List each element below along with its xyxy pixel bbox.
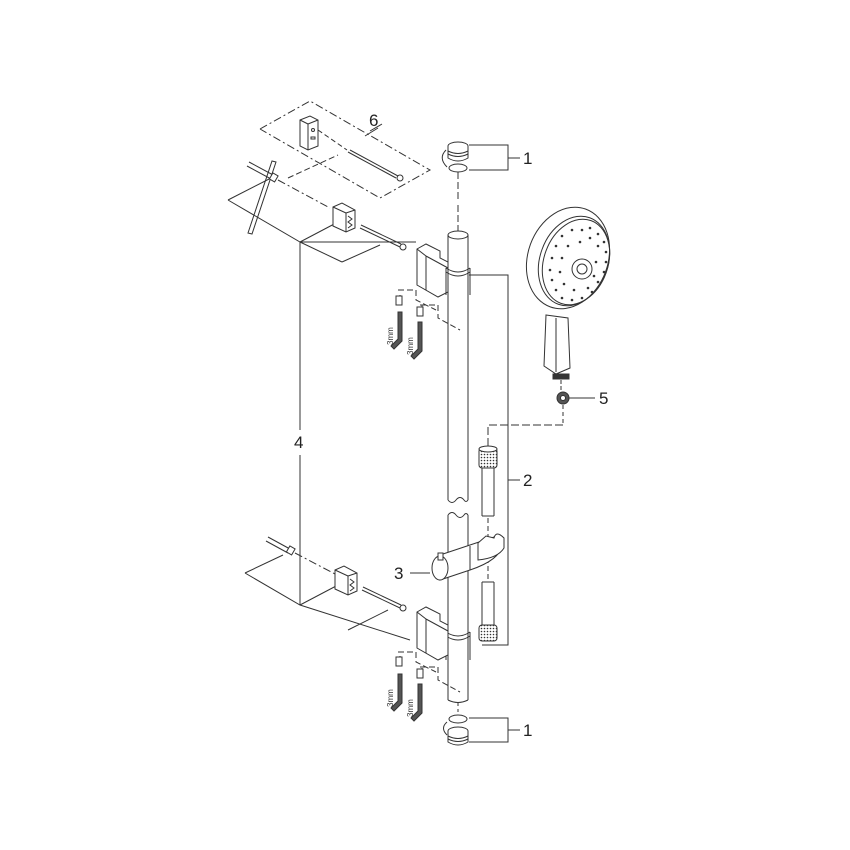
grub-screw-lower-2 bbox=[416, 668, 424, 679]
upper-hex-guides bbox=[398, 289, 461, 331]
shower-rail-lower bbox=[445, 512, 471, 703]
wall-adapter-block-icon bbox=[299, 115, 319, 151]
flow-restrictor-icon bbox=[556, 391, 595, 425]
lower-connector-block-icon bbox=[334, 565, 358, 596]
upper-screw-icon bbox=[359, 224, 407, 251]
callout-2-hose-bracket bbox=[469, 274, 520, 646]
lower-hex-guides bbox=[398, 651, 461, 693]
callout-6-leader bbox=[364, 127, 379, 137]
hex-key-upper-2-icon bbox=[410, 321, 423, 360]
hose-lower-nut-icon bbox=[478, 581, 498, 642]
slider-holder-icon bbox=[431, 533, 505, 581]
upper-connector-block-icon bbox=[332, 202, 356, 233]
hex-key-size-label: 3mm bbox=[406, 337, 415, 355]
lower-rail-bracket-icon bbox=[416, 606, 449, 661]
kit-outline-part-6 bbox=[259, 100, 432, 199]
grub-screw-upper-2 bbox=[416, 306, 424, 317]
callout-1-bottom-leader bbox=[469, 717, 520, 743]
long-screw-icon bbox=[347, 149, 404, 182]
lower-wall-fixing-plane bbox=[244, 554, 411, 641]
hex-key-size-label: 3mm bbox=[386, 689, 395, 707]
callout-label-5: 5 bbox=[599, 389, 609, 408]
callout-label-3: 3 bbox=[394, 564, 404, 583]
shower-rail-upper bbox=[445, 205, 471, 503]
upper-rail-bracket-icon bbox=[416, 243, 449, 298]
bottom-end-cap-icon bbox=[443, 702, 469, 746]
hex-key-lower-2-icon bbox=[410, 683, 423, 722]
hose-connection-guide bbox=[487, 424, 563, 446]
callout-1-top-leader bbox=[469, 144, 520, 171]
hex-key-size-label: 3mm bbox=[386, 327, 395, 345]
wall-plug-lower-icon bbox=[265, 536, 296, 556]
hand-shower-icon bbox=[525, 206, 611, 390]
spray-nozzle-dots bbox=[548, 226, 608, 302]
hex-key-upper-1-icon bbox=[390, 311, 403, 350]
top-end-cap-icon bbox=[441, 141, 469, 200]
lower-screw-icon bbox=[361, 586, 407, 612]
hose-upper-nut-icon bbox=[478, 445, 498, 517]
hex-key-lower-1-icon bbox=[390, 673, 403, 712]
grub-screw-upper-1 bbox=[395, 295, 403, 306]
callout-label-2: 2 bbox=[523, 471, 533, 490]
wall-plug-upper-icon bbox=[246, 160, 279, 235]
grub-screw-lower-1 bbox=[395, 656, 403, 667]
callout-label-1-bottom: 1 bbox=[523, 721, 533, 740]
hex-key-size-label: 3mm bbox=[406, 699, 415, 717]
callout-label-4: 4 bbox=[294, 433, 304, 452]
callout-label-1-top: 1 bbox=[523, 149, 533, 168]
callout-label-6: 6 bbox=[369, 111, 379, 130]
